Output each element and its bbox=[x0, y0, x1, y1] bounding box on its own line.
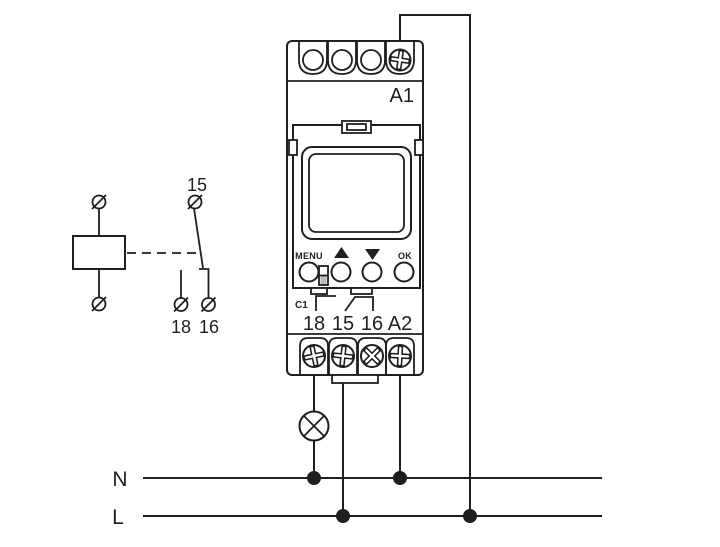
schematic-label-15: 15 bbox=[187, 175, 207, 195]
terminal-label-18: 18 bbox=[303, 313, 325, 335]
terminal-label-a1: A1 bbox=[390, 85, 414, 107]
phillips-screw-slot bbox=[388, 48, 412, 72]
terminal-clamp bbox=[356, 42, 386, 75]
lamp-icon bbox=[298, 410, 330, 442]
terminal-clamp bbox=[298, 42, 328, 75]
din-rail-foot bbox=[331, 374, 379, 384]
line-label: L bbox=[112, 506, 124, 529]
terminal-hole bbox=[331, 49, 353, 71]
down-button bbox=[361, 261, 383, 283]
ok-button bbox=[393, 261, 415, 283]
menu-button bbox=[298, 261, 320, 283]
a1-supply-wire bbox=[399, 14, 471, 516]
schematic-label-16: 16 bbox=[199, 317, 219, 337]
menu-button-label: MENU bbox=[295, 251, 323, 261]
terminal-clamp bbox=[327, 42, 357, 75]
wiring: N L bbox=[112, 14, 602, 529]
terminal-circle-icon bbox=[91, 194, 107, 210]
slide-switch bbox=[318, 265, 329, 286]
up-arrow-icon bbox=[334, 247, 349, 258]
bottom-terminal-block bbox=[299, 337, 415, 374]
schematic-label-18: 18 bbox=[171, 317, 191, 337]
terminal-hole bbox=[360, 49, 382, 71]
contact-group-symbol: C1 bbox=[295, 295, 374, 312]
terminal-circle-icon bbox=[173, 296, 189, 313]
phillips-screw-slot bbox=[302, 344, 326, 368]
contact-arm bbox=[193, 208, 204, 269]
lcd-frame bbox=[301, 146, 412, 240]
terminal-label-15: 15 bbox=[332, 313, 354, 335]
up-button bbox=[330, 261, 352, 283]
contact-no-bracket bbox=[315, 295, 336, 311]
terminal-clamp bbox=[385, 337, 415, 374]
terminal-clamp bbox=[385, 42, 415, 75]
contact-group-label: C1 bbox=[295, 300, 308, 311]
terminal-label-a2: A2 bbox=[388, 313, 412, 335]
phillips-screw-slot bbox=[331, 344, 355, 368]
terminal-circle-icon bbox=[187, 194, 203, 210]
side-clip-right bbox=[414, 139, 424, 156]
terminal-label-16: 16 bbox=[361, 313, 383, 335]
button-row: MENU OK bbox=[295, 247, 415, 286]
terminal-clamp bbox=[328, 337, 358, 374]
side-clip-left bbox=[288, 139, 298, 156]
bezel-top-tab-inner bbox=[346, 123, 367, 131]
bezel-bottom-tab bbox=[310, 287, 328, 295]
relay-schematic: 15 18 16 bbox=[72, 175, 219, 337]
lcd-screen bbox=[308, 153, 405, 233]
bezel-bottom-tab bbox=[350, 287, 373, 295]
junction-dot bbox=[336, 509, 350, 523]
ok-button-label: OK bbox=[398, 251, 412, 261]
terminal-hole bbox=[302, 49, 324, 71]
down-arrow-icon bbox=[365, 249, 380, 260]
terminal-clamp bbox=[299, 337, 329, 374]
relay-coil bbox=[72, 235, 126, 270]
contact-nc-path bbox=[344, 296, 374, 312]
cross-screw-slot bbox=[362, 346, 382, 366]
contact-nc-hook bbox=[199, 268, 210, 298]
phillips-screw-slot bbox=[388, 344, 412, 368]
terminal-circle-icon bbox=[91, 296, 107, 312]
junction-dot bbox=[307, 471, 321, 485]
top-terminal-block bbox=[298, 42, 415, 75]
junction-dot bbox=[463, 509, 477, 523]
junction-dot bbox=[393, 471, 407, 485]
neutral-label: N bbox=[112, 468, 127, 491]
terminal-circle-icon bbox=[200, 296, 217, 313]
timer-relay-device: A1 MENU OK C1 bbox=[286, 40, 424, 384]
